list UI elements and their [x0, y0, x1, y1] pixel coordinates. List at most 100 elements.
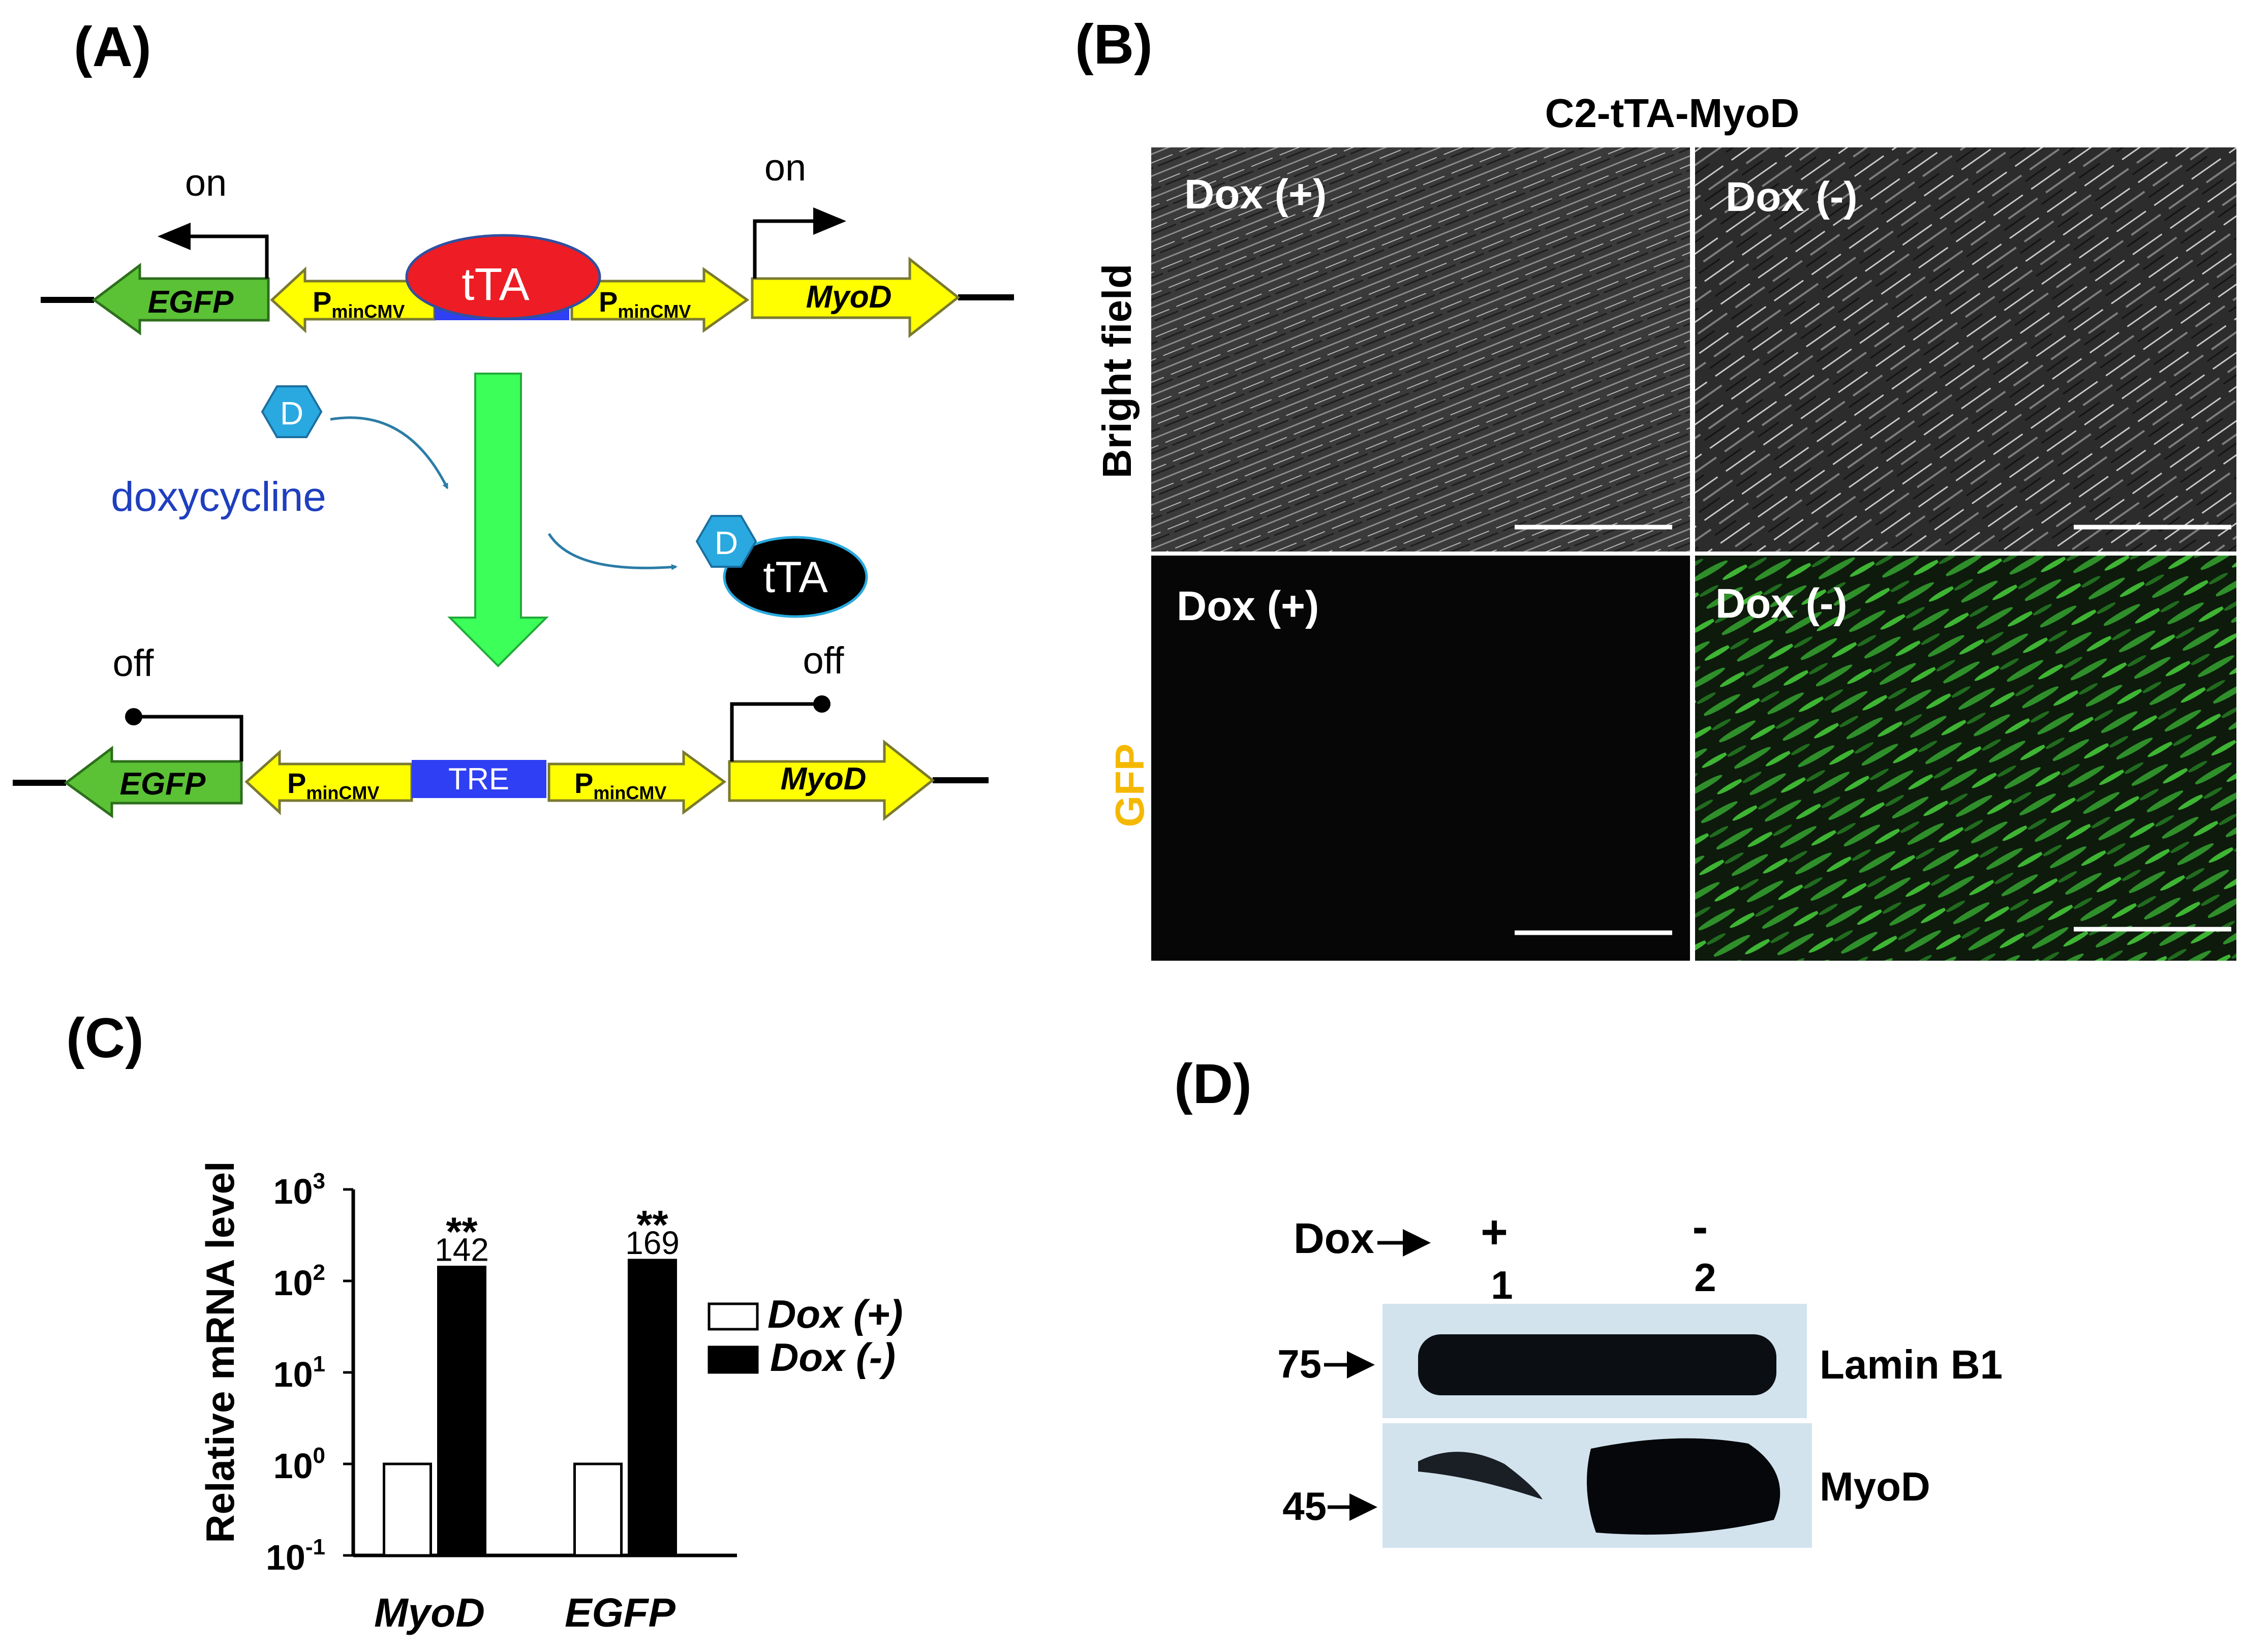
tta-bound: [405, 234, 601, 320]
promoter-right: [570, 267, 750, 333]
on-left-label: on: [185, 162, 227, 204]
doxycycline-curve-arrow: [330, 416, 449, 490]
row-label-bright-field: Bright field: [1094, 264, 1140, 478]
legend: Dox (+) Dox (-): [708, 1292, 903, 1380]
marker-75: 75: [1277, 1341, 1321, 1386]
legend-swatch-plus: [708, 1302, 759, 1331]
y-tick-label: 103: [273, 1169, 325, 1211]
panel-b-title: C2-tTA-MyoD: [1545, 90, 1800, 136]
bar-myod-dox-minus: [437, 1266, 486, 1557]
tile-label-br: Dox (-): [1715, 580, 1848, 627]
y-tick-0.1: 10-1: [266, 1535, 353, 1577]
micrograph-gfp-dox-minus: [1695, 556, 2236, 961]
myod-label: MyoD: [806, 280, 892, 315]
tss-left-off: [135, 715, 243, 761]
construct-off: EGFP PminCMV TRE PminCMV MyoD off off: [13, 639, 989, 821]
legend-label-plus: Dox (+): [767, 1292, 903, 1336]
band-label-myod: MyoD: [1820, 1464, 1930, 1509]
promoter-right-off-label: PminCMV: [574, 767, 666, 803]
tss-right-head: [813, 207, 846, 235]
big-green-arrow: [447, 373, 549, 667]
complex-hexagon: [695, 515, 757, 568]
band-laminb1: [1418, 1334, 1776, 1395]
category-label-egfp: EGFP: [565, 1590, 675, 1635]
doxycycline-d-label: D: [280, 395, 303, 432]
micrograph-bright-dox-minus: [1695, 147, 2236, 552]
tta-free-complex: [723, 536, 868, 618]
marker-45-head: [1349, 1493, 1377, 1521]
y-tick-10: 101: [273, 1352, 353, 1394]
doxycycline-label: doxycycline: [111, 474, 326, 520]
egfp-gene-arrow: [91, 262, 270, 335]
tile-label-tr: Dox (-): [1726, 174, 1858, 220]
promoter-left-label: PminCMV: [313, 286, 405, 322]
band-label-laminb1: Lamin B1: [1820, 1342, 2003, 1387]
tre-box: [412, 760, 546, 798]
lane2-sign: -: [1693, 1201, 1708, 1253]
tile-label-tl: Dox (+): [1184, 171, 1327, 218]
y-axis-label: Relative mRNA level: [198, 1161, 242, 1543]
panel-b: C2-tTA-MyoD Bright field GFP Dox (+) Dox…: [1094, 90, 2236, 961]
tta-free-label: tTA: [763, 553, 828, 602]
tile-label-bl: Dox (+): [1177, 583, 1319, 629]
legend-swatch-minus: [708, 1345, 759, 1374]
tre-label: TRE: [448, 762, 509, 796]
micrograph-gfp-dox-plus: [1151, 556, 1690, 961]
egfp-gene-arrow-off: [64, 745, 243, 818]
panel-c-chart: Relative mRNA level 103 102 101 100 10-1…: [198, 1161, 903, 1635]
marker-45: 45: [1282, 1484, 1327, 1528]
tss-right: [753, 219, 818, 279]
tss-right-off-stop: [813, 695, 831, 713]
y-tick-label: 101: [273, 1352, 325, 1394]
row-label-gfp: GFP: [1107, 744, 1152, 827]
y-tick-label: 102: [273, 1260, 325, 1303]
egfp-label-off: EGFP: [120, 767, 206, 802]
legend-label-minus: Dox (-): [770, 1335, 896, 1380]
complex-d-label: D: [715, 525, 738, 561]
doxycycline-group: D doxycycline tTA D: [111, 373, 868, 667]
release-curve-arrow: [547, 533, 678, 570]
construct-on: EGFP PminCMV PminCMV MyoD tTA on on: [41, 146, 1014, 339]
myod-gene-arrow: [751, 256, 961, 339]
y-tick-1: 100: [273, 1443, 353, 1486]
marker-75-head: [1347, 1351, 1375, 1379]
tss-left: [173, 234, 269, 279]
significance-myod: **: [446, 1209, 478, 1255]
lane2-number: 2: [1694, 1255, 1716, 1300]
panel-label-c: (C): [66, 1007, 144, 1069]
y-tick-label: 100: [273, 1443, 325, 1486]
bar-egfp-dox-minus: [628, 1259, 677, 1557]
promoter-right-off: [547, 750, 727, 815]
panel-label-d: (D): [1174, 1053, 1252, 1115]
tss-left-head: [158, 223, 191, 250]
bar-egfp-dox-plus: [573, 1462, 623, 1557]
data-label-egfp: 169: [625, 1225, 680, 1261]
data-label-myod: 142: [435, 1232, 489, 1268]
myod-label-off: MyoD: [781, 761, 867, 797]
off-left-label: off: [113, 642, 154, 684]
myod-gene-arrow-off: [728, 739, 935, 821]
panel-a: EGFP PminCMV PminCMV MyoD tTA on on: [13, 146, 1014, 821]
on-right-label: on: [764, 146, 806, 189]
micrograph-bright-dox-plus: [1151, 147, 1690, 552]
category-label-myod: MyoD: [374, 1590, 485, 1635]
dox-label: Dox: [1294, 1214, 1374, 1262]
doxycycline-hexagon: [261, 385, 323, 438]
tss-right-off: [730, 702, 821, 761]
tss-left-off-stop: [125, 708, 142, 725]
significance-egfp: **: [636, 1202, 668, 1247]
panel-d: Dox + 1 - 2 75 45 Lamin B1 MyoD: [1277, 1201, 2003, 1548]
tta-label: tTA: [462, 259, 529, 310]
panel-label-a: (A): [74, 16, 151, 78]
promoter-right-label: PminCMV: [599, 286, 691, 322]
band-myod-lane2: [1587, 1438, 1780, 1535]
egfp-label: EGFP: [148, 285, 234, 320]
panel-label-b: (B): [1075, 13, 1153, 76]
y-tick-1000: 103: [273, 1169, 353, 1211]
promoter-left-off-label: PminCMV: [287, 767, 379, 803]
lane1-number: 1: [1491, 1263, 1513, 1307]
y-tick-100: 102: [273, 1260, 353, 1303]
bar-myod-dox-plus: [383, 1462, 432, 1557]
y-tick-label: 10-1: [266, 1535, 325, 1577]
